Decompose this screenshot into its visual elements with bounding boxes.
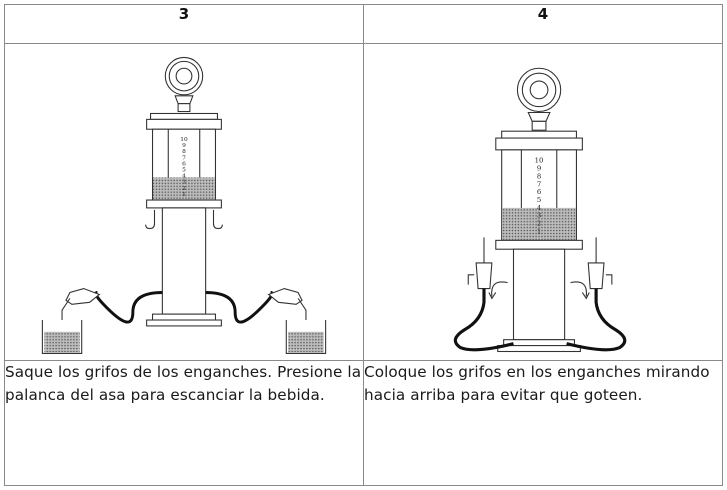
step-4-number: 4 <box>363 4 723 44</box>
scale-number: 7 <box>537 180 541 188</box>
scale-number: 8 <box>182 149 186 155</box>
scale-number: 1 <box>182 192 186 198</box>
scale-number: 2 <box>537 220 541 228</box>
left-glass-icon <box>41 320 83 355</box>
scale-number: 6 <box>537 188 541 196</box>
scale-number: 8 <box>537 172 541 180</box>
scale-number: 10 <box>180 137 188 143</box>
right-nozzle-icon <box>267 287 307 322</box>
scale-number: 5 <box>182 168 186 174</box>
right-nozzle-icon <box>587 237 613 290</box>
scale-number: 9 <box>182 143 186 149</box>
right-glass-icon <box>285 320 327 355</box>
scale-number: 1 <box>537 227 541 235</box>
step-3-number: 3 <box>4 4 364 44</box>
step-3-caption: Saque los grifos de los enganches. Presi… <box>4 360 364 486</box>
scale-number: 3 <box>182 180 186 186</box>
scale-number: 9 <box>537 165 541 173</box>
gauge-badge-icon <box>164 56 204 113</box>
scale-number: 10 <box>535 157 544 165</box>
left-nozzle-icon <box>61 287 101 322</box>
scale-number: 3 <box>537 212 541 220</box>
step-4-caption: Coloque los grifos en los enganches mira… <box>363 360 723 486</box>
scale-number: 2 <box>182 186 186 192</box>
steps-table: 3 4 <box>4 4 723 486</box>
step-caption-row: Saque los grifos de los enganches. Presi… <box>4 360 723 486</box>
scale-number: 6 <box>182 161 186 167</box>
step-number-row: 3 4 <box>4 4 723 44</box>
scale-number: 5 <box>537 196 541 204</box>
scale-number: 4 <box>537 204 542 212</box>
gauge-badge-icon <box>516 67 562 131</box>
scale-number: 7 <box>182 155 186 161</box>
left-nozzle-icon <box>467 237 493 290</box>
scale-number: 4 <box>182 174 186 180</box>
